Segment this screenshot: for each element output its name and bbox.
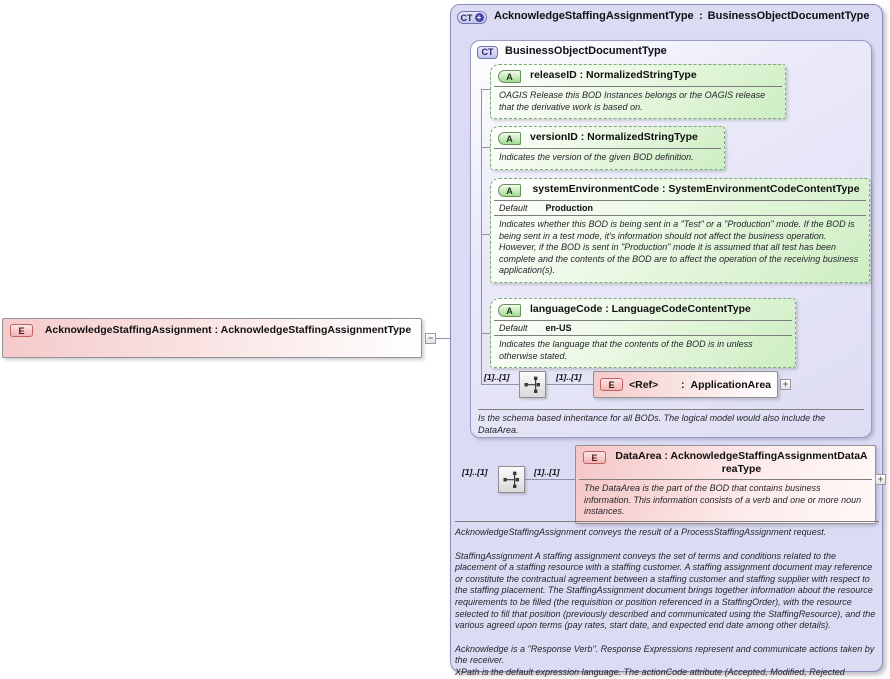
expand-toggle[interactable]: + bbox=[780, 379, 791, 390]
complex-type-title: AcknowledgeStaffingAssignmentType : Busi… bbox=[494, 10, 869, 23]
ref-element-type: ApplicationArea bbox=[690, 378, 771, 391]
connector-line bbox=[525, 479, 575, 480]
attribute-annotation: Indicates whether this BOD is being sent… bbox=[499, 219, 859, 275]
base-type-badge: CT bbox=[477, 46, 498, 59]
attribute-annotation: Indicates the version of the given BOD d… bbox=[499, 152, 694, 162]
separator bbox=[494, 148, 721, 149]
attribute-badge: A bbox=[498, 132, 521, 145]
complex-type-annotation: AcknowledgeStaffingAssignment conveys th… bbox=[455, 527, 878, 679]
default-value: en-US bbox=[545, 323, 572, 333]
separator bbox=[455, 521, 879, 522]
default-label: Default bbox=[499, 203, 528, 213]
sequence-icon bbox=[519, 371, 546, 398]
attribute-title: systemEnvironmentCode : SystemEnvironmen… bbox=[532, 183, 860, 195]
element-badge: E bbox=[583, 451, 606, 464]
base-type-annotation: Is the schema based inheritance for all … bbox=[478, 413, 826, 435]
connector-line bbox=[481, 234, 490, 235]
attribute-badge: A bbox=[498, 184, 521, 197]
complex-type-badge: CT + bbox=[457, 11, 487, 24]
connector-line bbox=[481, 384, 519, 385]
connector-line bbox=[436, 338, 458, 339]
connector-line bbox=[481, 89, 482, 384]
type-separator: : bbox=[699, 10, 703, 22]
separator bbox=[494, 86, 782, 87]
cardinality-label: [1]..[1] bbox=[484, 372, 510, 382]
connector-line bbox=[481, 333, 490, 334]
separator bbox=[494, 320, 792, 321]
attribute-box-systemEnvironmentCode[interactable]: A systemEnvironmentCode : SystemEnvironm… bbox=[490, 178, 870, 283]
root-element-title: AcknowledgeStaffingAssignment : Acknowle… bbox=[44, 324, 412, 336]
attribute-box-languageCode[interactable]: A languageCode : LanguageCodeContentType… bbox=[490, 298, 796, 368]
annotation-paragraph: Acknowledge is a "Response Verb". Respon… bbox=[455, 643, 875, 666]
attribute-badge: A bbox=[498, 70, 521, 83]
element-badge: E bbox=[600, 378, 623, 391]
attribute-title: releaseID : NormalizedStringType bbox=[530, 69, 697, 81]
ref-element-box[interactable]: E <Ref> : ApplicationArea bbox=[593, 371, 778, 398]
dataarea-element-box[interactable]: E DataArea : AcknowledgeStaffingAssignme… bbox=[575, 445, 876, 524]
type-separator: : bbox=[680, 378, 685, 391]
base-type-title: BusinessObjectDocumentType bbox=[505, 45, 667, 57]
connector-line bbox=[481, 147, 490, 148]
plus-icon: + bbox=[474, 13, 484, 22]
separator bbox=[579, 479, 872, 480]
complex-type-name: AcknowledgeStaffingAssignmentType bbox=[494, 10, 694, 22]
dataarea-title: DataArea : AcknowledgeStaffingAssignment… bbox=[615, 450, 868, 475]
expand-toggle[interactable]: + bbox=[875, 474, 886, 485]
connector-line bbox=[481, 89, 490, 90]
ref-element-name: <Ref> bbox=[629, 378, 659, 391]
complex-type-base: BusinessObjectDocumentType bbox=[707, 10, 870, 22]
default-label: Default bbox=[499, 323, 528, 333]
separator bbox=[478, 409, 864, 410]
element-badge: E bbox=[10, 324, 33, 337]
default-row: Default en-US bbox=[491, 321, 795, 335]
annotation-paragraph: XPath is the default expression language… bbox=[455, 666, 845, 677]
attribute-annotation: Indicates the language that the contents… bbox=[499, 339, 753, 361]
dataarea-annotation: The DataArea is the part of the BOD that… bbox=[584, 483, 862, 516]
separator bbox=[494, 200, 866, 201]
connector-line bbox=[546, 384, 593, 385]
annotation-paragraph: StaffingAssignment A staffing assignment… bbox=[455, 550, 876, 631]
default-row: Default Production bbox=[491, 201, 869, 215]
attribute-box-releaseID[interactable]: A releaseID : NormalizedStringType OAGIS… bbox=[490, 64, 786, 119]
collapse-toggle[interactable]: − bbox=[425, 333, 436, 344]
cardinality-label: [1]..[1] bbox=[534, 467, 560, 477]
complex-type-badge-label: CT bbox=[460, 12, 473, 23]
attribute-box-versionID[interactable]: A versionID : NormalizedStringType Indic… bbox=[490, 126, 725, 170]
root-element-box[interactable]: E AcknowledgeStaffingAssignment : Acknow… bbox=[2, 318, 422, 358]
annotation-paragraph: AcknowledgeStaffingAssignment conveys th… bbox=[455, 527, 827, 537]
attribute-title: languageCode : LanguageCodeContentType bbox=[530, 303, 751, 315]
default-value: Production bbox=[545, 203, 594, 213]
attribute-annotation: OAGIS Release this BOD Instances belongs… bbox=[499, 90, 766, 112]
attribute-badge: A bbox=[498, 304, 521, 317]
sequence-icon bbox=[498, 466, 525, 493]
separator bbox=[494, 215, 866, 216]
attribute-title: versionID : NormalizedStringType bbox=[530, 131, 698, 143]
separator bbox=[494, 335, 792, 336]
cardinality-label: [1]..[1] bbox=[462, 467, 488, 477]
cardinality-label: [1]..[1] bbox=[556, 372, 582, 382]
